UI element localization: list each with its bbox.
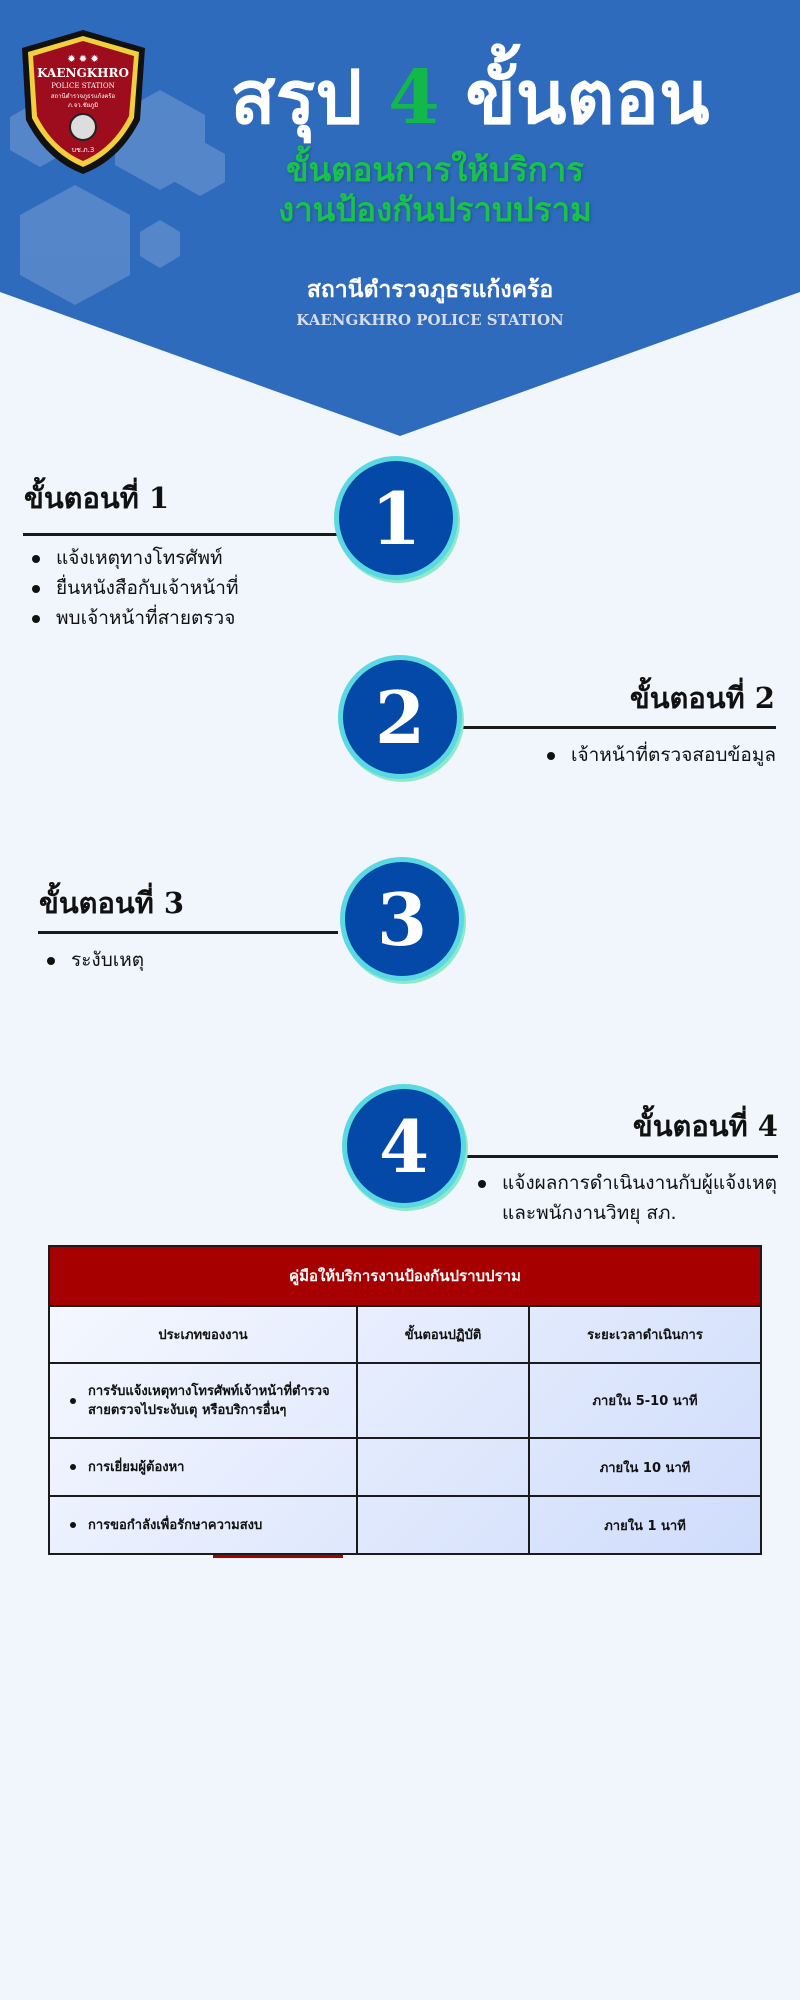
step-1-title: ขั้นตอนที่ 1 — [24, 481, 170, 515]
step-1-list: แจ้งเหตุทางโทรศัพท์ ยื่นหนังสือกับเจ้าหน… — [24, 543, 239, 633]
job-type-line: การรับแจ้งเหตุทางโทรศัพท์เจ้าหน้าที่ตำรว… — [88, 1383, 330, 1399]
list-item: เจ้าหน้าที่ตรวจสอบข้อมูล — [539, 740, 776, 770]
duration-cell: ภายใน 1 นาที — [528, 1495, 762, 1555]
job-type-cell: การขอกำลังเพื่อรักษาความสงบ — [48, 1495, 358, 1555]
job-type-cell: การรับแจ้งเหตุทางโทรศัพท์เจ้าหน้าที่ตำรว… — [48, 1362, 358, 1439]
subtitle-line1: ขั้นตอนการให้บริการ — [286, 150, 584, 189]
list-item: และพนักงานวิทยุ สภ. — [502, 1202, 677, 1224]
step-2-divider — [462, 726, 776, 729]
table-row: การขอกำลังเพื่อรักษาความสงบ ภายใน 1 นาที — [48, 1495, 762, 1555]
step-3-list: ระงับเหตุ — [39, 945, 144, 975]
step-3-title: ขั้นตอนที่ 3 — [39, 886, 185, 920]
title-number: 4 — [388, 55, 440, 141]
job-type-line: สายตรวจไประงับเตุ หรือบริการอื่นๆ — [88, 1402, 287, 1418]
duration-cell: ภายใน 5-10 นาที — [528, 1362, 762, 1439]
step-3-number-circle: 3 — [340, 857, 464, 981]
header-banner: ✹ ✹ ✹ KAENGKHRO POLICE STATION สถานีตำรว… — [0, 0, 800, 436]
step-3-divider — [38, 931, 338, 934]
column-header: ระยะเวลาดำเนินการ — [528, 1305, 762, 1364]
svg-text:POLICE STATION: POLICE STATION — [51, 82, 115, 90]
red-accent-line — [213, 1555, 343, 1558]
step-2-title: ขั้นตอนที่ 2 — [629, 681, 775, 715]
list-item: ยื่นหนังสือกับเจ้าหน้าที่ — [24, 573, 239, 603]
station-name-th: สถานีตำรวจภูธรแก้งคร้อ — [306, 276, 554, 303]
title-suffix: ขั้นตอน — [465, 55, 710, 141]
list-item: แจ้งเหตุทางโทรศัพท์ — [24, 543, 239, 573]
procedure-cell — [356, 1495, 530, 1555]
service-guide-table: คู่มือให้บริการงานป้องกันปราบปราม ประเภท… — [48, 1245, 762, 1555]
svg-text:ภ.จว.ชัยภูมิ: ภ.จว.ชัยภูมิ — [68, 102, 98, 109]
column-header: ประเภทของงาน — [48, 1305, 358, 1364]
step-4-title: ขั้นตอนที่ 4 — [632, 1109, 778, 1143]
table-header-row: ประเภทของงาน ขั้นตอนปฏิบัติ ระยะเวลาดำเน… — [48, 1305, 762, 1364]
duration-cell: ภายใน 10 นาที — [528, 1437, 762, 1497]
step-4-list: แจ้งผลการดำเนินงานกับผู้แจ้งเหตุ และพนัก… — [470, 1168, 777, 1228]
table-caption: คู่มือให้บริการงานป้องกันปราบปราม — [48, 1245, 762, 1307]
job-type-cell: การเยี่ยมผู้ต้องหา — [48, 1437, 358, 1497]
step-2-list: เจ้าหน้าที่ตรวจสอบข้อมูล — [539, 740, 776, 770]
subtitle-line2: งานป้องกันปราบปราม — [278, 190, 592, 229]
list-item: แจ้งผลการดำเนินงานกับผู้แจ้งเหตุ — [470, 1168, 777, 1198]
step-2-number-circle: 2 — [338, 655, 462, 779]
svg-text:✹ ✹ ✹: ✹ ✹ ✹ — [67, 54, 99, 65]
police-logo: ✹ ✹ ✹ KAENGKHRO POLICE STATION สถานีตำรว… — [22, 30, 145, 174]
station-name-en: KAENGKHRO POLICE STATION — [296, 311, 564, 329]
column-header: ขั้นตอนปฏิบัติ — [356, 1305, 530, 1364]
table-row: การรับแจ้งเหตุทางโทรศัพท์เจ้าหน้าที่ตำรว… — [48, 1362, 762, 1439]
list-item: ระงับเหตุ — [39, 945, 144, 975]
step-1-divider — [23, 533, 343, 536]
table-row: การเยี่ยมผู้ต้องหา ภายใน 10 นาที — [48, 1437, 762, 1497]
list-item: พบเจ้าหน้าที่สายตรวจ — [24, 603, 239, 633]
step-1-number-circle: 1 — [334, 456, 458, 580]
step-4-number-circle: 4 — [342, 1084, 466, 1208]
page-title: สรุป 4 ขั้นตอน — [150, 38, 790, 156]
svg-text:สถานีตำรวจภูธรแก้งคร้อ: สถานีตำรวจภูธรแก้งคร้อ — [51, 92, 116, 100]
svg-text:บช.ภ.3: บช.ภ.3 — [72, 146, 95, 154]
svg-text:KAENGKHRO: KAENGKHRO — [37, 66, 129, 80]
procedure-cell — [356, 1437, 530, 1497]
title-prefix: สรุป — [230, 55, 363, 141]
step-4-divider — [466, 1155, 778, 1158]
procedure-cell — [356, 1362, 530, 1439]
